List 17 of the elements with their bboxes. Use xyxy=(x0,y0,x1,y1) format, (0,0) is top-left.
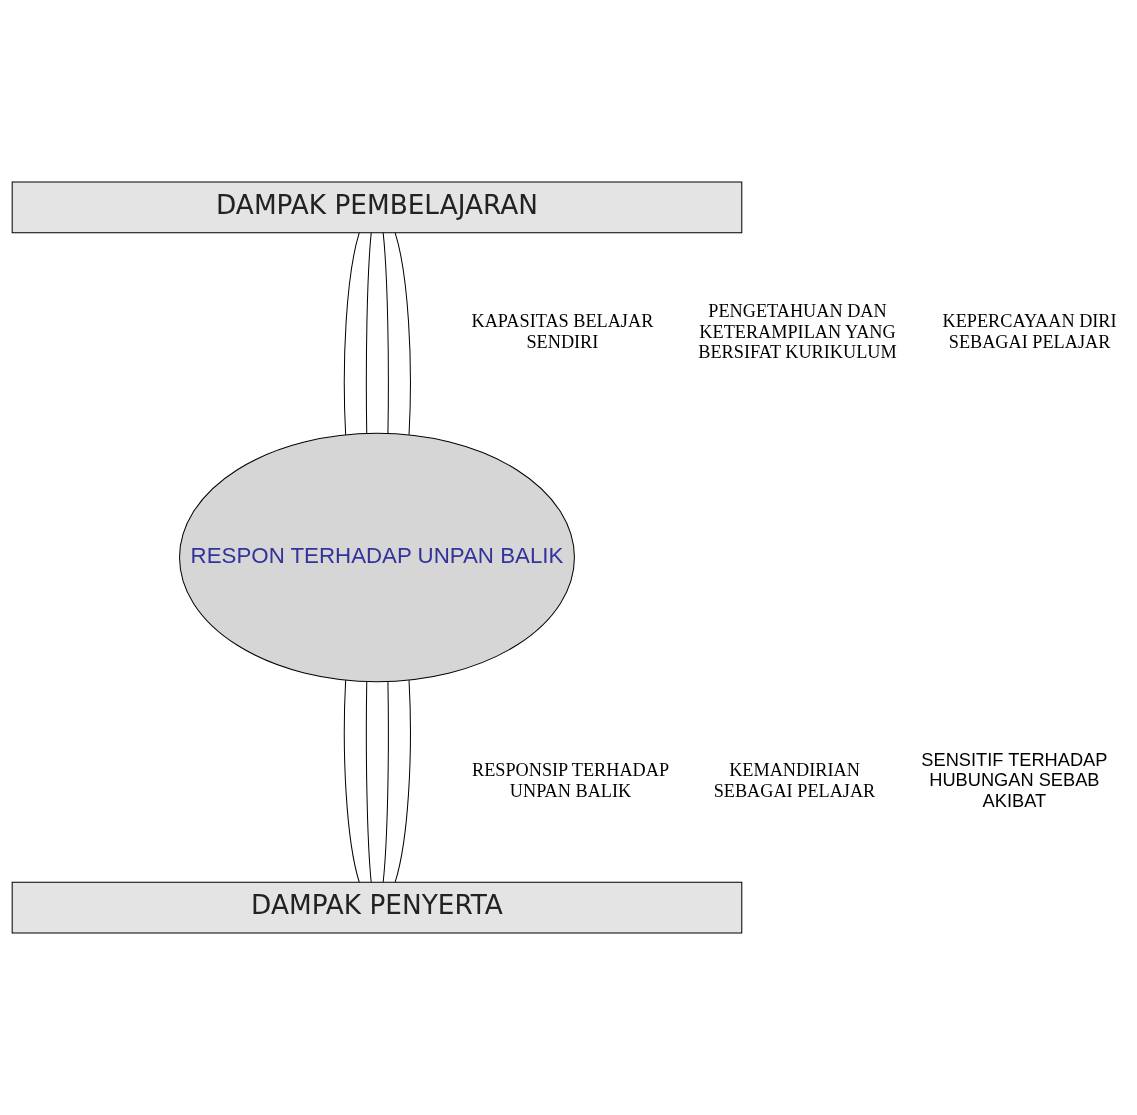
connector xyxy=(343,232,360,436)
label: RESPONSIP TERHADAP UNPAN BALIK xyxy=(471,760,670,801)
label: PENGETAHUAN DAN KETERAMPILAN YANG BERSIFAT KURIKULUM xyxy=(698,301,897,362)
label: KEPERCAYAAN DIRI SEBAGAI PELAJAR xyxy=(942,311,1117,352)
label: KAPASITAS BELAJAR SENDIRI xyxy=(471,311,654,352)
node-box: DAMPAK PENYERTA xyxy=(11,881,743,934)
connector xyxy=(365,232,372,434)
label: KEMANDIRIAN SEBAGAI PELAJAR xyxy=(713,760,876,801)
connector xyxy=(343,679,360,883)
connector xyxy=(382,681,389,883)
connector xyxy=(382,232,389,434)
connector xyxy=(365,681,372,883)
node-ellipse: RESPON TERHADAP UNPAN BALIK xyxy=(179,432,575,683)
label: SENSITIF TERHADAP HUBUNGAN SEBAB AKIBAT xyxy=(921,749,1108,811)
connector xyxy=(394,679,411,883)
node-box: DAMPAK PEMBELAJARAN xyxy=(11,181,743,234)
connector xyxy=(394,232,411,436)
